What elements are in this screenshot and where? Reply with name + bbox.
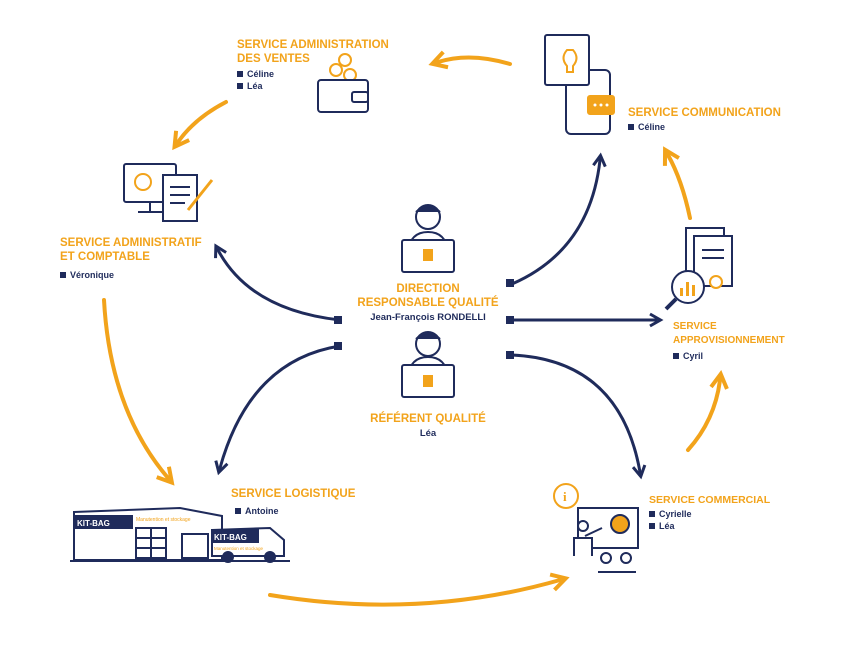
direction-line1: DIRECTION [396,283,460,295]
member-item: Véronique [60,269,114,281]
computer-invoice-icon [123,163,214,222]
service-logistique-title: SERVICE LOGISTIQUE [231,487,355,501]
service-admin-comptable-line2: ET COMPTABLE [60,251,150,263]
arrow-direction-to-communication [510,152,607,286]
service-communication-members: Céline [628,121,665,133]
service-approvisionnement-line1: SERVICE [673,321,717,332]
wallet-coins-icon [317,53,369,113]
service-commercial-members: Cyrielle Léa [649,508,692,532]
referent-name: Léa [419,428,437,439]
referent-person-icon [401,331,455,398]
service-commercial-line1: SERVICE COMMERCIAL [649,494,771,506]
arrow-appro-to-communication [662,146,692,220]
service-admin-comptable-members: Véronique [60,269,114,281]
member-item: Cyril [673,350,703,362]
warehouse-tagline: Manutention et stockage [136,517,191,523]
service-logistique-line1: SERVICE LOGISTIQUE [231,488,356,500]
truck-tagline: Manutention et stockage [214,546,264,551]
arrow-ventes-to-comptable [172,100,228,151]
arrow-communication-to-ventes [428,50,512,70]
service-logistique-members: Antoine [235,505,279,517]
service-approvisionnement-members: Cyril [673,350,703,362]
warehouse-truck-icon [70,506,290,563]
truck-sign: KIT-BAG [214,533,247,542]
arrow-direction-to-commercial [510,353,647,480]
service-admin-ventes-title: SERVICE ADMINISTRATION DES VENTES [237,38,389,66]
direction-name: Jean-François RONDELLI [370,312,486,323]
service-communication-line1: SERVICE COMMUNICATION [628,107,781,119]
presentation-icon: i [553,483,639,573]
member-item: Cyrielle [649,508,692,520]
service-communication-title: SERVICE COMMUNICATION [628,106,781,120]
direction-line2: RESPONSABLE QUALITÉ [357,297,499,309]
service-admin-ventes-line2: DES VENTES [237,53,310,65]
service-admin-ventes-members: Céline Léa [237,68,274,92]
direction-arrows [214,152,664,480]
arrow-start-squares [334,279,514,359]
cycle-arrows [102,50,729,607]
arrow-logistique-to-commercial [268,572,570,607]
smartphone-idea-icon [544,34,615,135]
member-item: Céline [628,121,665,133]
member-item: Léa [649,520,692,532]
member-item: Céline [237,68,274,80]
service-admin-comptable-title: SERVICE ADMINISTRATIF ET COMPTABLE [60,236,202,264]
svg-text:i: i [563,489,567,504]
warehouse-sign: KIT-BAG [77,519,110,528]
documents-magnifier-icon [664,227,733,311]
member-item: Léa [237,80,274,92]
arrow-commercial-to-appro [686,370,729,452]
direction-person-icon [401,204,455,273]
arrow-comptable-to-logistique [102,298,175,486]
arrow-direction-to-logistique [214,344,342,476]
service-approvisionnement-line2: APPROVISIONNEMENT [673,335,785,346]
arrow-direction-to-comptable [214,243,342,322]
service-admin-ventes-line1: SERVICE ADMINISTRATION [237,39,389,51]
service-commercial-title: SERVICE COMMERCIAL [649,493,770,507]
member-item: Antoine [235,505,279,517]
service-admin-comptable-line1: SERVICE ADMINISTRATIF [60,237,202,249]
direction-title: DIRECTION RESPONSABLE QUALITÉ [338,282,518,310]
service-approvisionnement-title: SERVICE APPROVISIONNEMENT [673,320,785,348]
referent-title: RÉFÉRENT QUALITÉ [370,413,486,425]
